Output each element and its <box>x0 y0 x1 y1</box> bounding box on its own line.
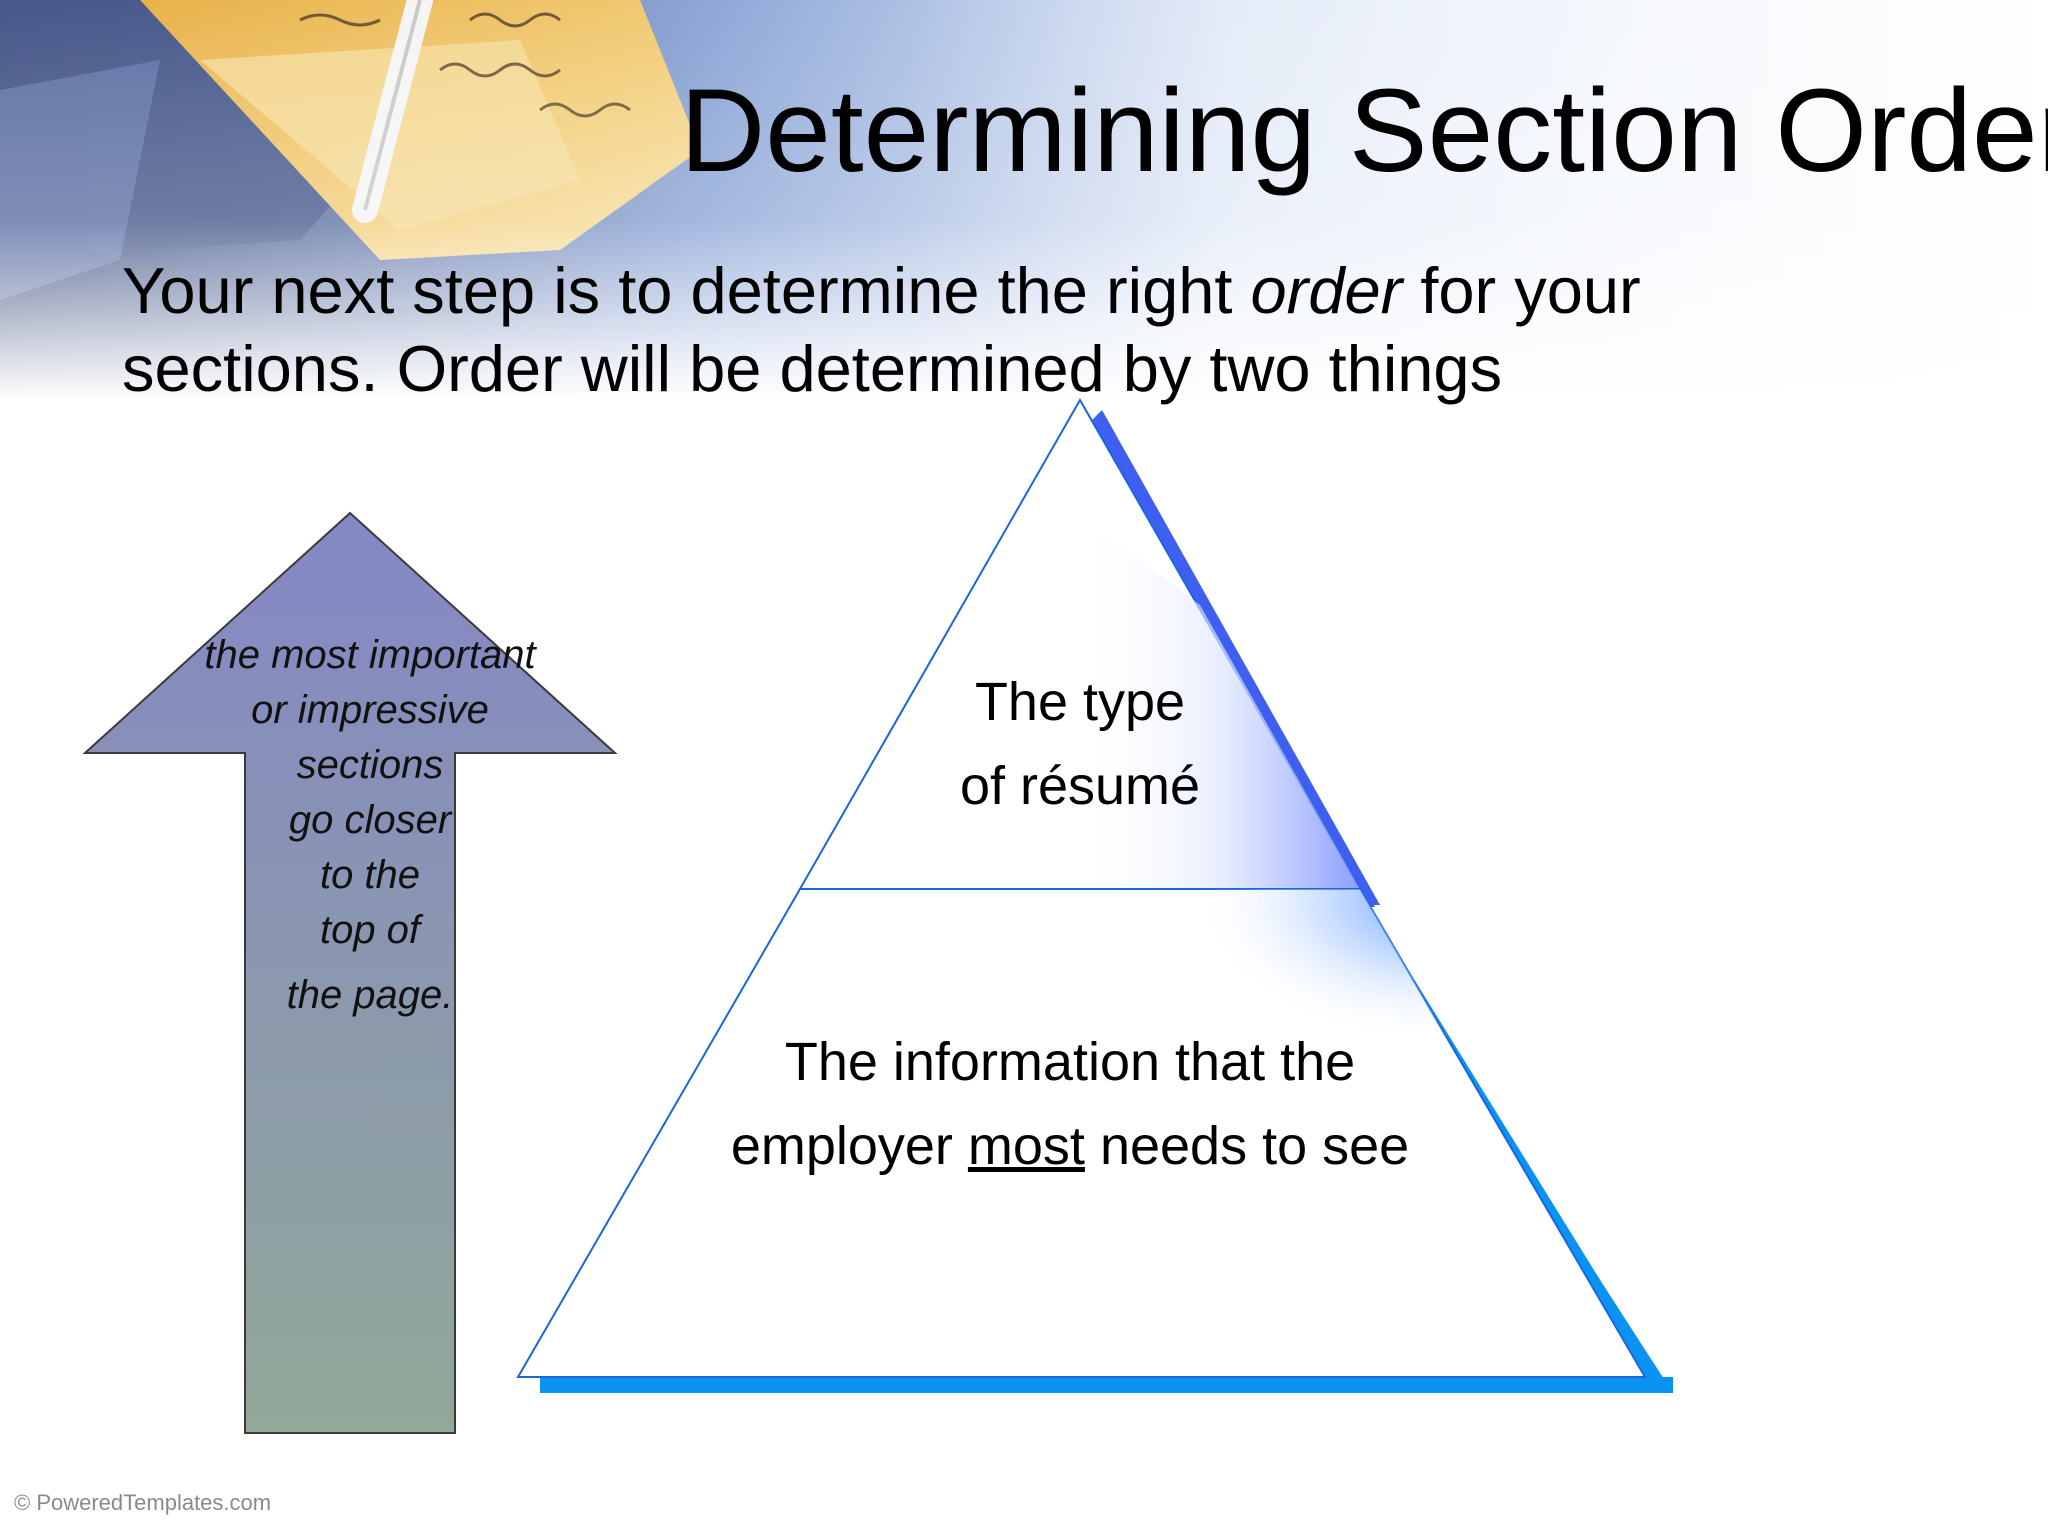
intro-emphasis: order <box>1250 254 1403 327</box>
intro-line-2: sections. Order will be determined by tw… <box>122 332 1503 405</box>
intro-line-1: Your next step is to determine the right… <box>122 252 1922 330</box>
arrow-caption-line: to the <box>319 853 421 897</box>
intro-paragraph: Your next step is to determine the right… <box>122 252 1922 408</box>
pyramid-top-line: of résumé <box>959 756 1201 816</box>
arrow-caption-line: or impressive <box>251 688 489 732</box>
pyramid-bottom-line-2: employer most needs to see <box>650 1104 1490 1188</box>
intro-text: Your next step is to determine the right <box>122 254 1251 327</box>
pyramid-diagram <box>516 397 1673 1393</box>
footer-brand: © PoweredTemplates.com <box>14 1490 272 1515</box>
header-photo <box>0 0 2048 400</box>
intro-text: for your <box>1402 254 1641 327</box>
arrow-caption-line: go closer <box>288 798 452 842</box>
pyramid-bottom-label: The information that the employer most n… <box>650 1020 1490 1188</box>
pyramid-top-line: The type <box>974 672 1186 732</box>
arrow-caption-line: sections <box>296 743 444 787</box>
pyramid-bottom-text: needs to see <box>1084 1116 1410 1176</box>
slide-title: Determining Section Order <box>680 65 2048 197</box>
pyramid-bottom-text: employer <box>730 1116 968 1176</box>
up-arrow-shape <box>82 511 618 1434</box>
pyramid-bottom-line-1: The information that the <box>784 1032 1356 1092</box>
pyramid-top-label: The type of résumé <box>880 660 1280 828</box>
arrow-caption-line: the most important <box>204 633 536 677</box>
arrow-caption: the most important or impressive section… <box>140 628 600 1023</box>
arrow-caption-line: the page. <box>286 973 454 1017</box>
pyramid-emphasis: most <box>967 1116 1085 1176</box>
arrow-caption-line: top of <box>319 908 421 952</box>
